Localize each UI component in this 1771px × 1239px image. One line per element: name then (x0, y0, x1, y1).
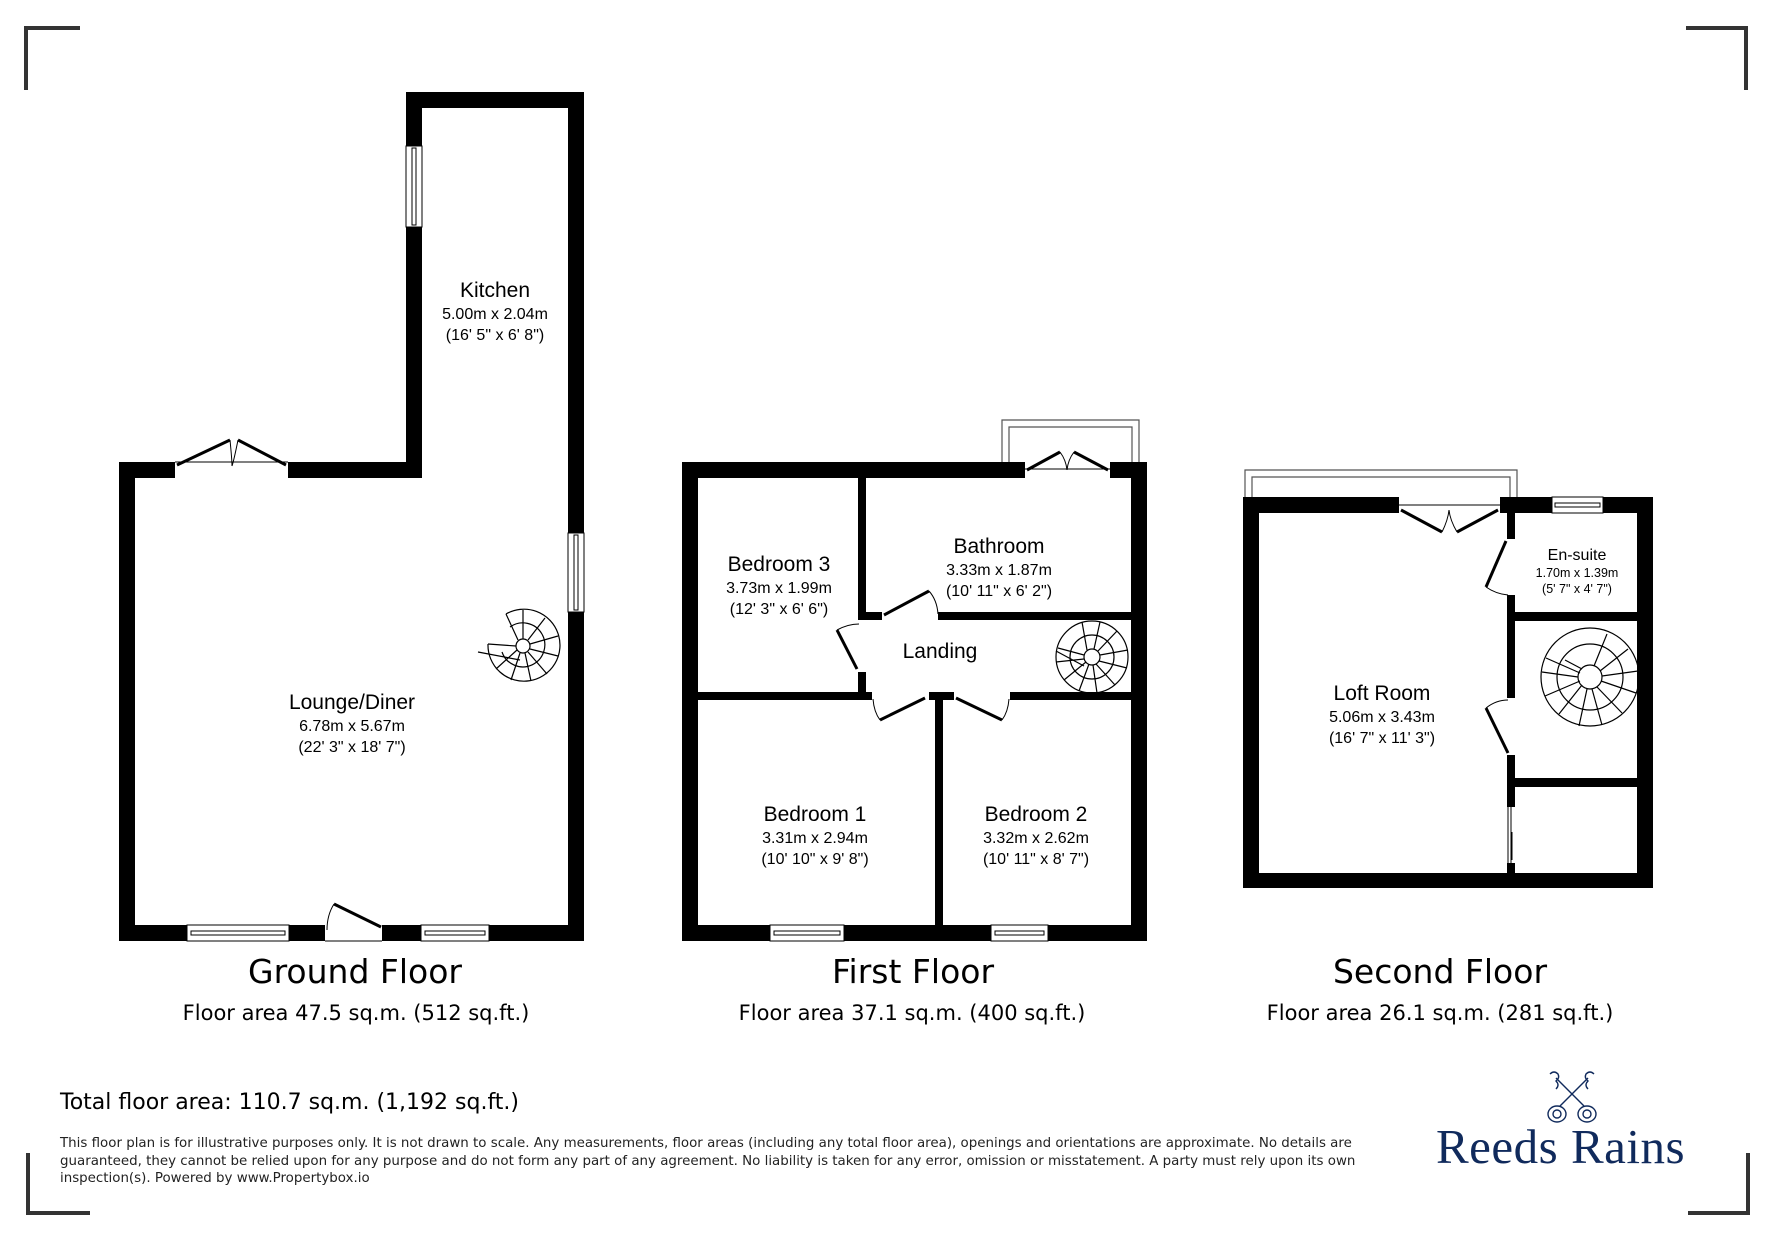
spiral-stairs-icon (1055, 620, 1129, 694)
floor-area-first: Floor area 37.1 sq.m. (400 sq.ft.) (738, 1001, 1086, 1025)
floor-title-second: Second Floor (1332, 952, 1548, 991)
crop-mark-bottom-right (1688, 1153, 1750, 1215)
front-door-icon (325, 902, 382, 942)
room-name-lounge-diner: Lounge/Diner (289, 691, 415, 714)
door-icon (835, 450, 1110, 722)
floor-title-first: First Floor (831, 952, 995, 991)
room-dimensions-imperial: (10' 11" x 8' 7") (983, 851, 1089, 868)
room-dimensions-imperial: (10' 11" x 6' 2") (946, 583, 1052, 600)
room-name-en-suite: En-suite (1548, 547, 1607, 564)
window-icon (186, 145, 585, 942)
total-floor-area: Total floor area: 110.7 sq.m. (1,192 sq.… (60, 1090, 520, 1115)
room-dimensions-imperial: (16' 5" x 6' 8") (446, 327, 544, 344)
crop-mark-top-left (24, 26, 80, 90)
room-name-bedroom-1: Bedroom 1 (764, 803, 867, 826)
room-name-bedroom-2: Bedroom 2 (985, 803, 1088, 826)
french-door-icon (175, 438, 288, 467)
room-dimensions-metric: 3.31m x 2.94m (762, 830, 868, 847)
window-icon (1551, 496, 1604, 514)
room-dimensions-metric: 3.32m x 2.62m (983, 830, 1089, 847)
room-name-landing: Landing (903, 640, 978, 663)
room-dimensions-metric: 3.33m x 1.87m (946, 562, 1052, 579)
spiral-stairs-icon (477, 608, 561, 682)
room-dimensions-metric: 3.73m x 1.99m (726, 580, 832, 597)
balcony-outline (1001, 419, 1140, 462)
room-dimensions-imperial: (16' 7" x 11' 3") (1329, 730, 1435, 747)
door-icon (1399, 504, 1513, 863)
room-dimensions-imperial: (12' 3" x 6' 6") (730, 601, 828, 618)
first-floor-walls (682, 462, 1147, 941)
balcony-outline (1244, 469, 1518, 497)
room-name-loft-room: Loft Room (1334, 682, 1431, 705)
ground-floor-plan: Kitchen 5.00m x 2.04m (16' 5" x 6' 8") L… (119, 92, 585, 942)
room-dimensions-imperial: (10' 10" x 9' 8") (761, 851, 868, 868)
crop-mark-bottom-left (26, 1153, 90, 1215)
second-floor-plan: En-suite 1.70m x 1.39m (5' 7" x 4' 7") L… (1243, 469, 1653, 888)
spiral-stairs-icon (1540, 627, 1640, 727)
floor-area-second: Floor area 26.1 sq.m. (281 sq.ft.) (1266, 1001, 1614, 1025)
room-dimensions-metric: 6.78m x 5.67m (299, 718, 405, 735)
crop-mark-top-right (1686, 26, 1748, 90)
first-floor-plan: Bedroom 3 3.73m x 1.99m (12' 3" x 6' 6")… (682, 419, 1147, 942)
ground-floor-walls (119, 92, 584, 941)
room-dimensions-imperial: (5' 7" x 4' 7") (1542, 582, 1612, 596)
room-name-bathroom: Bathroom (953, 535, 1044, 558)
room-name-kitchen: Kitchen (460, 279, 530, 302)
room-dimensions-imperial: (22' 3" x 18' 7") (298, 739, 405, 756)
crossed-keys-icon (1547, 1071, 1597, 1123)
room-dimensions-metric: 5.06m x 3.43m (1329, 709, 1435, 726)
room-name-bedroom-3: Bedroom 3 (728, 553, 831, 576)
disclaimer-text: This floor plan is for illustrative purp… (60, 1136, 1356, 1186)
room-dimensions-metric: 5.00m x 2.04m (442, 306, 548, 323)
room-dimensions-metric: 1.70m x 1.39m (1536, 566, 1619, 580)
second-floor-walls (1243, 497, 1653, 888)
window-icon (769, 924, 1049, 942)
brand-logo-text: Reeds Rains (1436, 1119, 1686, 1174)
floor-title-ground: Ground Floor (248, 952, 462, 991)
floor-area-ground: Floor area 47.5 sq.m. (512 sq.ft.) (182, 1001, 530, 1025)
